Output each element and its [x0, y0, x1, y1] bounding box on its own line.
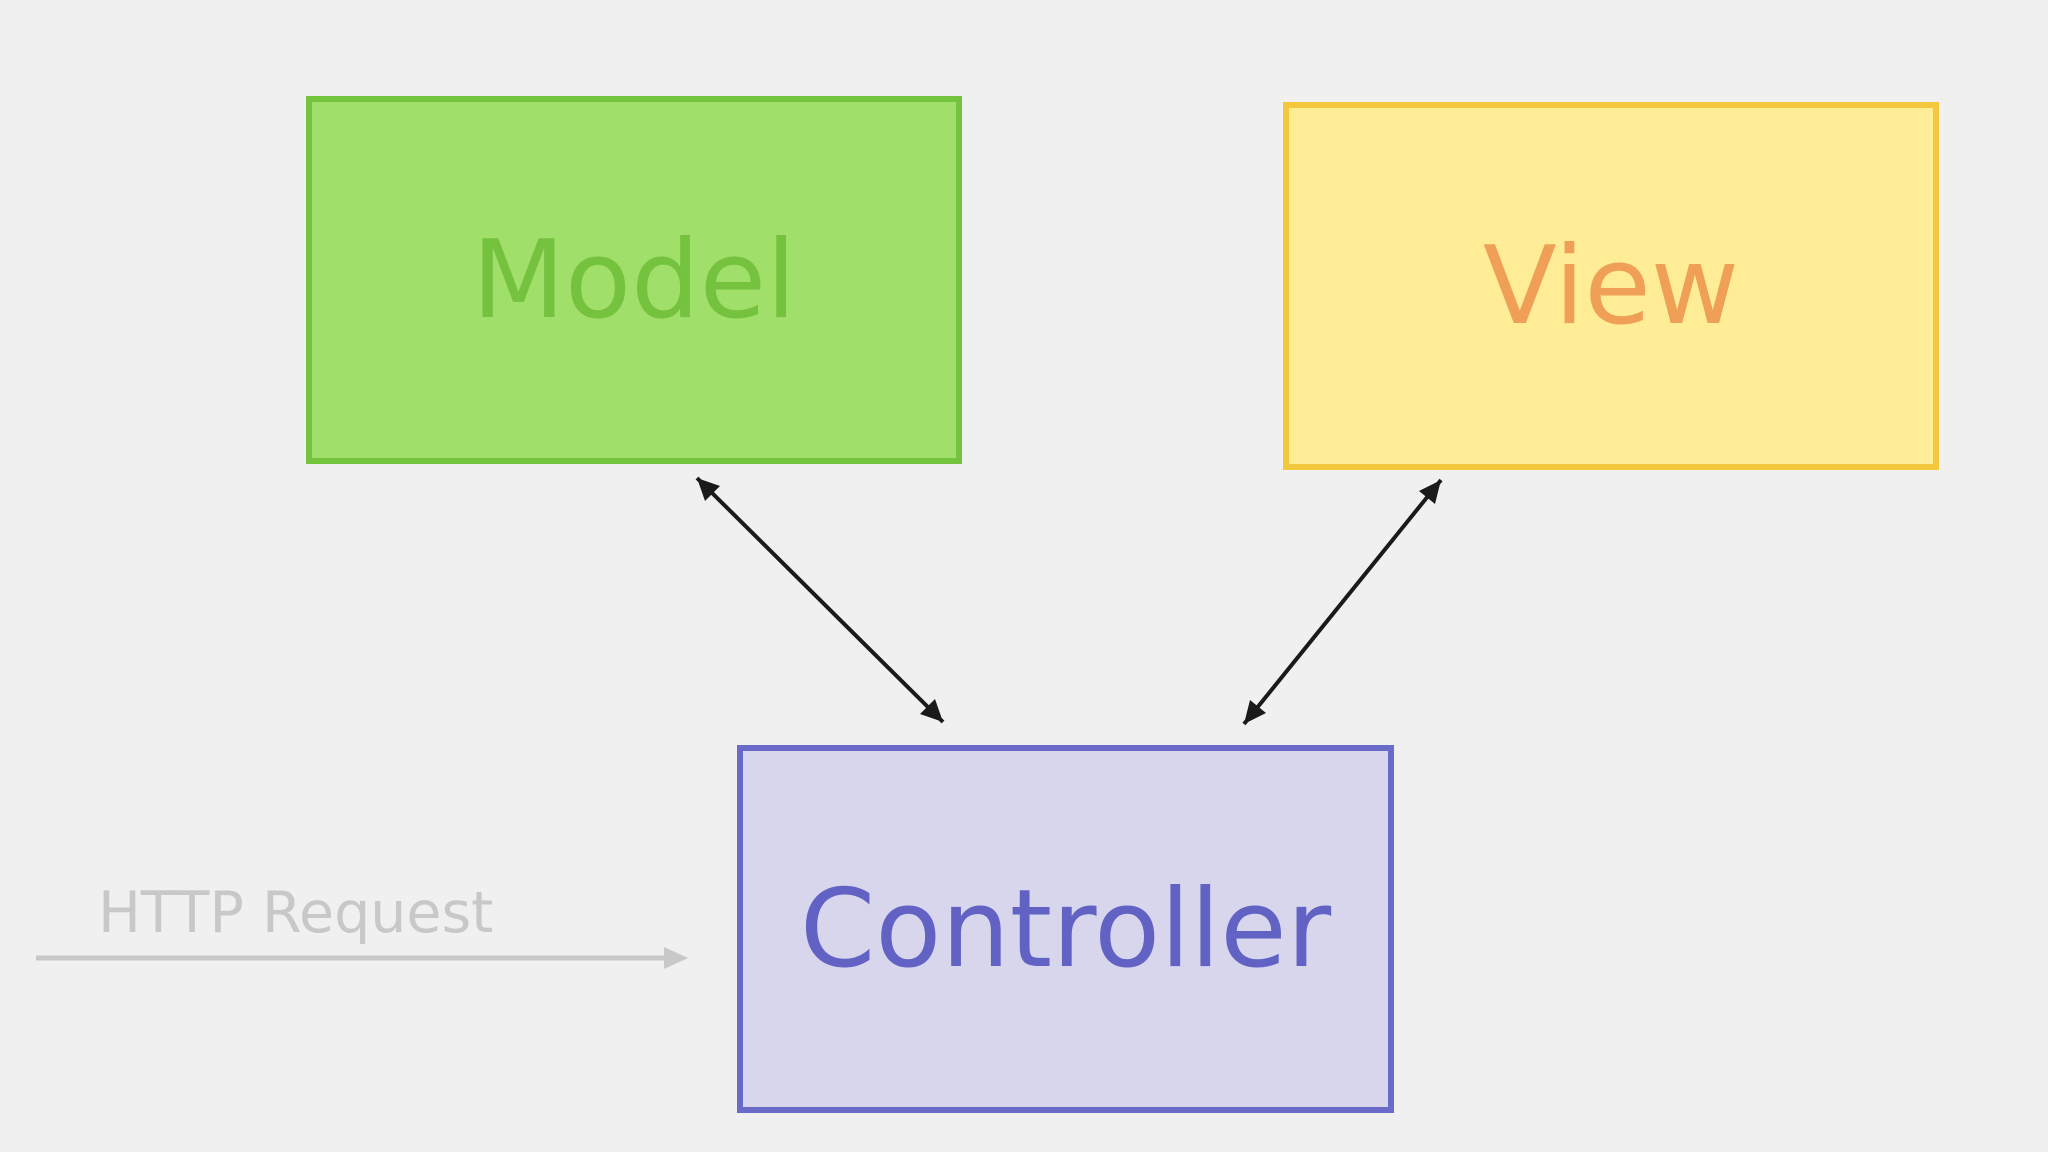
view-controller-arrow — [1242, 478, 1443, 726]
http-request-label: HTTP Request — [98, 880, 494, 946]
arrowhead-controller-end — [920, 699, 943, 722]
controller-label: Controller — [799, 866, 1332, 992]
controller-box: Controller — [737, 745, 1394, 1113]
http-request-arrow — [36, 947, 688, 969]
view-label: View — [1482, 223, 1740, 349]
model-box: Model — [306, 96, 962, 464]
arrowhead-request — [664, 947, 688, 969]
arrowhead-controller-end — [1244, 700, 1266, 724]
arrowhead-view-end — [1419, 480, 1441, 504]
arrowhead-model-end — [697, 478, 720, 501]
view-box: View — [1283, 102, 1939, 470]
model-controller-arrow — [695, 476, 945, 724]
model-label: Model — [471, 217, 797, 343]
